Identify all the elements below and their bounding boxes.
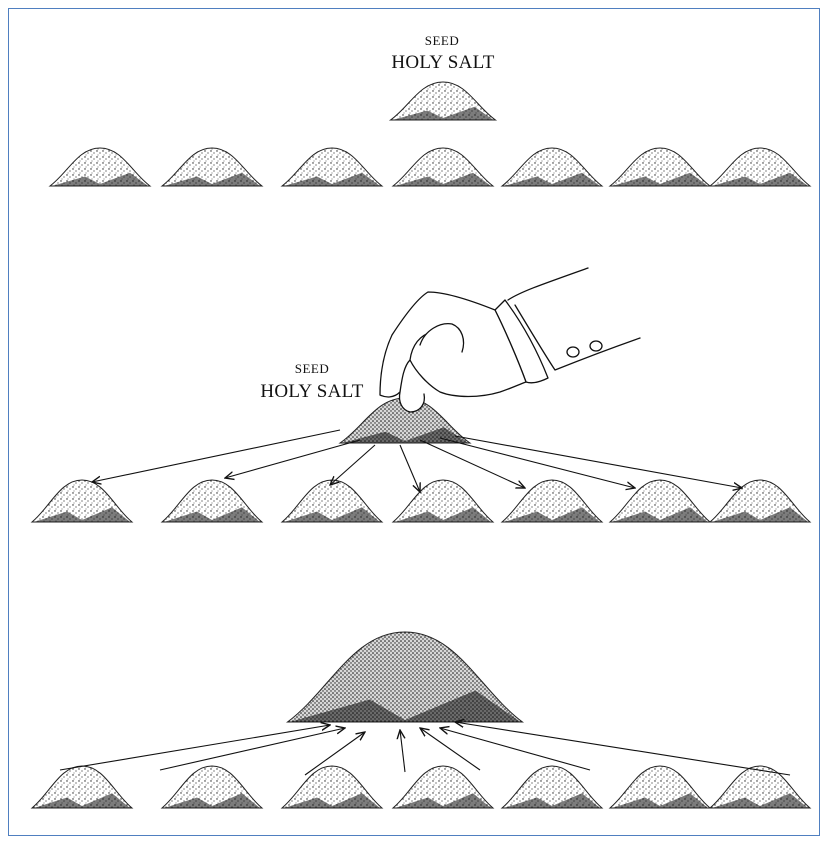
panel3-small-mound <box>160 765 264 809</box>
panel1-small-mound <box>48 147 152 187</box>
panel3-small-mound <box>391 765 495 809</box>
panel3-mounds <box>30 631 812 809</box>
panel2-distribution-arrow <box>225 439 361 478</box>
panel2-small-mound <box>30 479 134 523</box>
panel3-gathering-arrow <box>420 728 481 771</box>
panel1-small-mound <box>391 147 495 187</box>
panel2-distribution-arrow <box>419 439 525 488</box>
panel1-small-mound <box>160 147 264 187</box>
panel1-seed-label: SEED <box>425 33 460 48</box>
panel2-distribution-arrow <box>454 435 742 488</box>
panel2-title-label: HOLY SALT <box>260 381 363 402</box>
panel3-gathering-arrow <box>159 728 345 771</box>
panel1-small-mound <box>608 147 712 187</box>
panel1-small-mound <box>500 147 604 187</box>
panel1-small-mound <box>708 147 812 187</box>
panel3-gathering-arrow <box>304 732 365 776</box>
panel3-small-mound <box>708 765 812 809</box>
panel2-distribution-arrow <box>399 444 420 492</box>
panel3-gathering-arrow <box>455 722 791 776</box>
panel2-small-mound <box>160 479 264 523</box>
panel2-small-mound <box>500 479 604 523</box>
panel3-small-mound <box>280 765 384 809</box>
panel2-distribution-arrow <box>330 444 376 485</box>
panel1-small-mound <box>280 147 384 187</box>
panel2-small-mound <box>608 479 712 523</box>
panel2-distribution-arrow <box>439 437 635 488</box>
panel2-distribution-arrow <box>92 429 341 482</box>
panel3-small-mound <box>30 765 134 809</box>
panel3-gathering-arrow <box>59 725 330 771</box>
panel3-gathering-arrow <box>400 730 405 773</box>
panel3-combined-mound <box>285 631 525 723</box>
panel1-title-label: HOLY SALT <box>391 52 494 73</box>
panel1-mounds <box>48 81 812 187</box>
panel2-arrows <box>92 429 742 492</box>
panel1-seed-mound <box>388 81 498 121</box>
panel2-small-mound <box>708 479 812 523</box>
panel3-gathering-arrow <box>440 728 591 771</box>
hand-illustration <box>379 267 641 413</box>
panel2-seed-label: SEED <box>295 361 330 376</box>
panel3-arrows <box>59 722 791 776</box>
panel2-mounds <box>30 397 812 523</box>
panel2-small-mound <box>391 479 495 523</box>
panel3-small-mound <box>608 765 712 809</box>
panel2-small-mound <box>280 479 384 523</box>
panel3-small-mound <box>500 765 604 809</box>
